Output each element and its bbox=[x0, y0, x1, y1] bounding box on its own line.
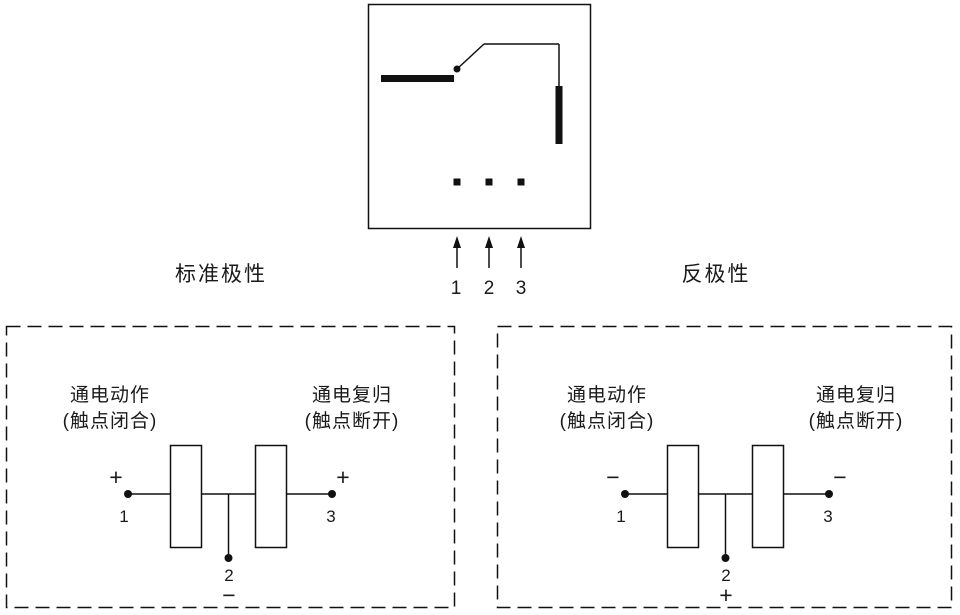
left-terminal-3-sign: + bbox=[336, 464, 350, 490]
left-action-label-line1: 通电动作 bbox=[69, 385, 151, 406]
right-action-label-line1: 通电动作 bbox=[566, 385, 648, 406]
relay-pin-square-1 bbox=[453, 178, 461, 186]
right-terminal-2-number: 2 bbox=[721, 566, 731, 585]
left-section-border bbox=[5, 325, 456, 609]
left-terminal-1-number: 1 bbox=[119, 507, 129, 526]
left-terminal-2-sign: − bbox=[222, 582, 236, 608]
right-circuit bbox=[621, 444, 833, 562]
right-action-label-line2: (触点闭合) bbox=[559, 411, 655, 432]
right-terminal-3-dot bbox=[825, 490, 833, 498]
left-terminal-2-number: 2 bbox=[224, 566, 234, 585]
left-circuit bbox=[124, 444, 336, 562]
left-coil-1 bbox=[169, 444, 203, 549]
pin-arrow-2 bbox=[485, 236, 493, 268]
left-action-label-line2: (触点闭合) bbox=[62, 411, 158, 432]
right-terminal-1-number: 1 bbox=[616, 507, 626, 526]
relay-contact-plate bbox=[555, 86, 563, 144]
right-section-border bbox=[496, 325, 953, 609]
pin-label-1: 1 bbox=[450, 278, 462, 299]
right-reset-label-line2: (触点断开) bbox=[808, 411, 904, 432]
pin-arrow-1 bbox=[453, 236, 461, 268]
relay-pin-square-2 bbox=[485, 178, 493, 186]
right-coil-2 bbox=[751, 444, 785, 549]
relay-fixed-contact-bar bbox=[381, 75, 454, 82]
left-reset-label-line1: 通电复归 bbox=[311, 385, 393, 406]
pin-label-3: 3 bbox=[515, 278, 527, 299]
right-terminal-3-sign: − bbox=[833, 464, 847, 490]
left-reset-label-line2: (触点断开) bbox=[304, 411, 400, 432]
right-coil-1 bbox=[666, 444, 700, 549]
left-terminal-2-dot bbox=[224, 554, 233, 562]
left-section-title: 标准极性 bbox=[175, 263, 267, 286]
left-terminal-1-sign: + bbox=[109, 464, 123, 490]
right-terminal-2-dot bbox=[721, 554, 730, 562]
left-terminal-3-number: 3 bbox=[326, 507, 336, 526]
left-coil-2 bbox=[254, 444, 288, 549]
relay-outline bbox=[367, 3, 592, 230]
relay-pin-square-3 bbox=[517, 178, 525, 186]
right-terminal-3-number: 3 bbox=[823, 507, 833, 526]
pin-arrow-3 bbox=[517, 236, 525, 268]
left-terminal-3-dot bbox=[328, 490, 336, 498]
right-terminal-2-sign: + bbox=[719, 582, 733, 608]
right-reset-label-line1: 通电复归 bbox=[815, 385, 897, 406]
right-section-title: 反极性 bbox=[681, 263, 751, 286]
pin-label-2: 2 bbox=[483, 278, 495, 299]
relay-switch-arm bbox=[456, 43, 485, 70]
right-terminal-1-sign: − bbox=[606, 464, 620, 490]
